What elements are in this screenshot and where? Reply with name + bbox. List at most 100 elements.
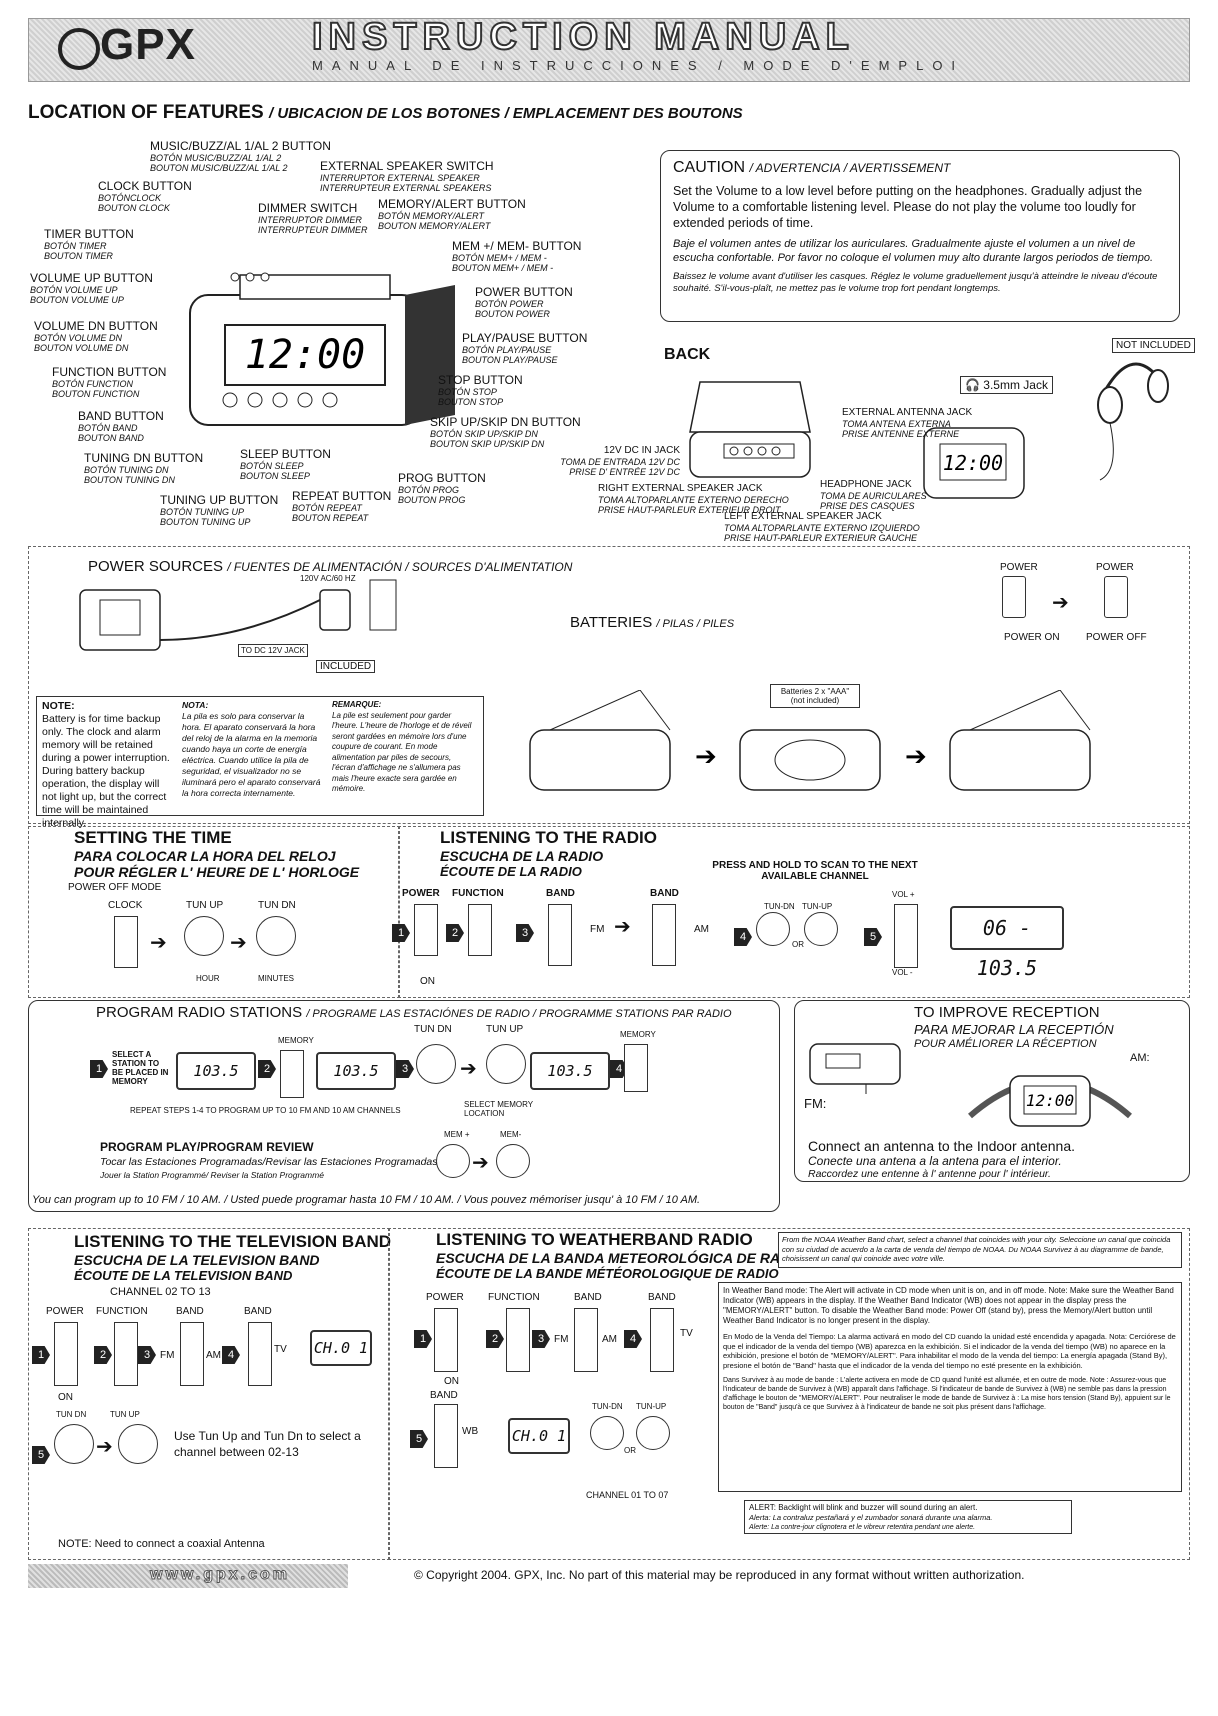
- caution-text-es: Baje el volumen antes de utilizar los au…: [673, 238, 1154, 264]
- memory-button-icon-2: [624, 1044, 648, 1092]
- wb-function-label: FUNCTION: [488, 1292, 540, 1303]
- tv-band-label: BAND: [176, 1306, 204, 1317]
- wb-band-button-icon-2: [650, 1308, 674, 1372]
- copyright-text: © Copyright 2004. GPX, Inc. No part of t…: [414, 1568, 1025, 1582]
- prog-tun-dn: TUN DN: [414, 1024, 452, 1035]
- tv-fr: ÉCOUTE DE LA TELEVISION BAND: [74, 1268, 293, 1283]
- radio-band-button-icon-2: [652, 904, 676, 966]
- website-link[interactable]: www.gpx.com: [150, 1566, 290, 1584]
- select-station-text: SELECT A STATION TO BE PLACED IN MEMORY: [112, 1050, 169, 1086]
- caution-box: CAUTION / ADVERTENCIA / AVERTISSEMENT Se…: [660, 150, 1180, 322]
- reception-title: TO IMPROVE RECEPTION: [914, 1004, 1100, 1021]
- reception-section: [794, 1000, 1190, 1182]
- wb-alert-es: Alerta: La contraluz pestañará y el zumb…: [749, 1513, 993, 1522]
- reception-es: PARA MEJORAR LA RECEPTIÓN: [914, 1022, 1114, 1037]
- step-4-marker: 4: [734, 928, 752, 946]
- tun-up-label: TUN-UP: [802, 902, 833, 911]
- power-label-on: POWER: [1000, 562, 1038, 573]
- wb-alert-en: ALERT: Backlight will blink and buzzer w…: [749, 1503, 978, 1512]
- setting-time-es: PARA COLOCAR LA HORA DEL RELOJ: [74, 848, 336, 864]
- headphone-icon: 🎧: [965, 378, 980, 392]
- tv-use-text: Use Tun Up and Tun Dn to select a channe…: [174, 1429, 361, 1459]
- on-label: ON: [420, 976, 435, 987]
- tv-es: ESCUCHA DE LA TELEVISION BAND: [74, 1252, 320, 1268]
- location-title: LOCATION OF FEATURES / UBICACION DE LOS …: [28, 102, 743, 123]
- battery-installation-illustration: ➔ ➔: [529, 690, 1091, 791]
- antenna-unit-illustration: [809, 1043, 901, 1094]
- radio-band-button-icon: [548, 904, 572, 966]
- weather-fr: ÉCOUTE DE LA BANDE MÉTÉOROLOGIQUE DE RAD…: [436, 1266, 779, 1281]
- arrow-icon: ➔: [472, 1152, 489, 1174]
- back-display-text: 12:00: [943, 451, 1003, 475]
- adapter-voltage-label: 120V AC/60 HZ: [300, 574, 356, 583]
- setting-time-section: [28, 826, 400, 998]
- select-location-text: SELECT MEMORY LOCATION: [464, 1100, 533, 1118]
- clock-radio-illustration: 12:00: [189, 272, 455, 426]
- radio-function-button-icon: [468, 904, 492, 956]
- tv-step-3: 3: [138, 1346, 156, 1364]
- setting-time-fr: POUR RÉGLER L' HEURE DE L' HORLOGE: [74, 864, 360, 880]
- power-off-button-icon: [1104, 576, 1128, 618]
- step-1-marker: 1: [392, 924, 410, 942]
- tun-up-label: TUN UP: [186, 900, 224, 911]
- power-sources-section: [28, 546, 1190, 824]
- review-es: Tocar las Estaciones Programadas/Revisar…: [100, 1156, 438, 1168]
- back-title: BACK: [664, 346, 711, 363]
- setting-time-title: SETTING THE TIME: [74, 828, 232, 847]
- tun-dn-knob-icon: [756, 912, 790, 946]
- program-display-3: 103.5: [530, 1052, 610, 1090]
- repeat-steps-text: REPEAT STEPS 1-4 TO PROGRAM UP TO 10 FM …: [130, 1106, 401, 1115]
- gpx-logo-icon: [58, 28, 100, 70]
- tun-dn-label: TUN DN: [258, 900, 296, 911]
- wb-tun-dn-label: TUN-DN: [592, 1402, 623, 1411]
- program-footer: You can program up to 10 FM / 10 AM. / U…: [32, 1194, 701, 1206]
- mem-plus-label: MEM +: [444, 1130, 470, 1139]
- batteries-title: BATTERIES / PILAS / PILES: [570, 614, 735, 631]
- connect-en: Connect an antenna to the Indoor antenna…: [808, 1138, 1075, 1154]
- wb-step-1: 1: [414, 1330, 432, 1348]
- battery-note: Batteries 2 x "AAA" (not included): [770, 684, 860, 708]
- wb-info-es: En Modo de la Venda del Tiempo: La alarm…: [723, 1332, 1176, 1370]
- tv-function-label: FUNCTION: [96, 1306, 148, 1317]
- headphones-icon: [1097, 362, 1169, 481]
- reception-display-text: 12:00: [1026, 1091, 1074, 1110]
- tv-tun-dn-knob: [54, 1424, 94, 1464]
- radio-display: 06 - 103.5: [950, 906, 1064, 980]
- antenna-rotate-illustration: 12:00: [968, 1075, 1132, 1127]
- power-off-mode: POWER OFF MODE: [68, 882, 162, 893]
- radio-es: ESCUCHA DE LA RADIO: [440, 848, 604, 864]
- tun-dn-label: TUN-DN: [764, 902, 795, 911]
- prog-step-3: 3: [396, 1060, 414, 1078]
- wb-power-button-icon: [434, 1308, 458, 1372]
- reception-fr: POUR AMÉLIORER LA RÉCEPTION: [914, 1038, 1097, 1050]
- back-unit-illustration: [689, 381, 811, 478]
- weather-title: LISTENING TO WEATHERBAND RADIO: [436, 1230, 753, 1249]
- manual-title: INSTRUCTION MANUAL: [311, 15, 855, 59]
- note-es: NOTA:La pila es solo para conservar la h…: [182, 700, 321, 798]
- wb-function-button-icon: [506, 1308, 530, 1372]
- review-title: PROGRAM PLAY/PROGRAM REVIEW: [100, 1140, 314, 1154]
- tun-up-knob-icon: [804, 912, 838, 946]
- step-2-marker: 2: [446, 924, 464, 942]
- caution-text-fr: Baissez le volume avant d'utiliser les c…: [673, 271, 1158, 294]
- headphone-jack-label: 🎧 3.5mm Jack: [960, 376, 1053, 394]
- wb-info-en: In Weather Band mode: The Alert will act…: [723, 1286, 1174, 1325]
- manual-subtitle: MANUAL DE INSTRUCCIONES / MODE D'EMPLOI: [312, 58, 965, 73]
- program-display-2: 103.5: [316, 1052, 396, 1090]
- wb-display: CH.0 1: [508, 1418, 570, 1454]
- mem-minus-label: MEM-: [500, 1130, 522, 1139]
- mem-minus-knob: [496, 1144, 530, 1178]
- dc-jack-label: TO DC 12V JACK: [238, 644, 308, 657]
- arrow-icon: ➔: [1052, 592, 1069, 614]
